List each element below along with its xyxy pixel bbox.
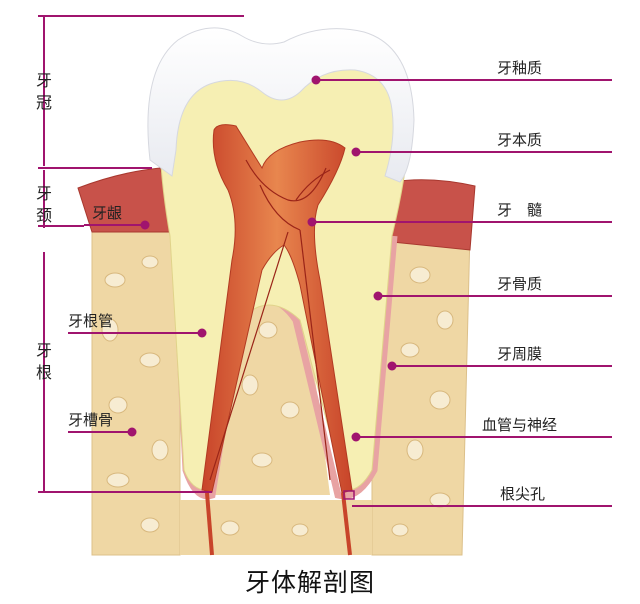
zone-crown-label: 牙 冠 xyxy=(34,70,54,113)
zone-crown-char-2: 冠 xyxy=(35,92,52,112)
zone-root-label: 牙 根 xyxy=(34,340,54,383)
diagram-title: 牙体解剖图 xyxy=(244,568,375,597)
label-vessels-nerves: 血管与神经 xyxy=(482,416,558,434)
dot-enamel xyxy=(311,75,321,85)
zone-root-char-1: 牙 xyxy=(35,341,52,360)
label-cementum: 牙骨质 xyxy=(497,275,543,293)
dot-pulp xyxy=(307,217,317,227)
dot-periodontal xyxy=(387,361,397,371)
vessel-exit-left xyxy=(205,492,214,556)
nerve-vessels xyxy=(209,159,331,481)
apical-foramen-marker xyxy=(343,490,355,500)
label-dentin: 牙本质 xyxy=(497,131,543,149)
zone-root-char-2: 根 xyxy=(35,362,52,382)
dot-dentin xyxy=(351,147,361,157)
zone-neck-char-1: 牙 xyxy=(35,184,52,203)
label-pulp: 牙 髓 xyxy=(497,201,543,219)
zone-crown-char-1: 牙 xyxy=(35,71,52,90)
tooth-enamel xyxy=(147,27,415,183)
label-alveolar-bone: 牙槽骨 xyxy=(68,411,114,429)
vessel-exit xyxy=(341,492,352,556)
zone-bracket xyxy=(38,15,244,493)
dot-vessels xyxy=(351,432,361,442)
label-enamel: 牙釉质 xyxy=(497,59,543,77)
label-root-canal: 牙根管 xyxy=(68,312,114,330)
zone-neck-char-2: 颈 xyxy=(35,205,52,225)
label-apical-foramen: 根尖孔 xyxy=(500,485,546,503)
label-gingiva: 牙龈 xyxy=(92,204,123,222)
zone-neck-label: 牙 颈 xyxy=(34,183,54,226)
leader-lines-left xyxy=(68,224,202,433)
label-periodontal-ligament: 牙周膜 xyxy=(497,345,543,363)
dot-cementum xyxy=(373,291,383,301)
pulp xyxy=(201,124,353,494)
leader-lines-right xyxy=(312,79,612,507)
